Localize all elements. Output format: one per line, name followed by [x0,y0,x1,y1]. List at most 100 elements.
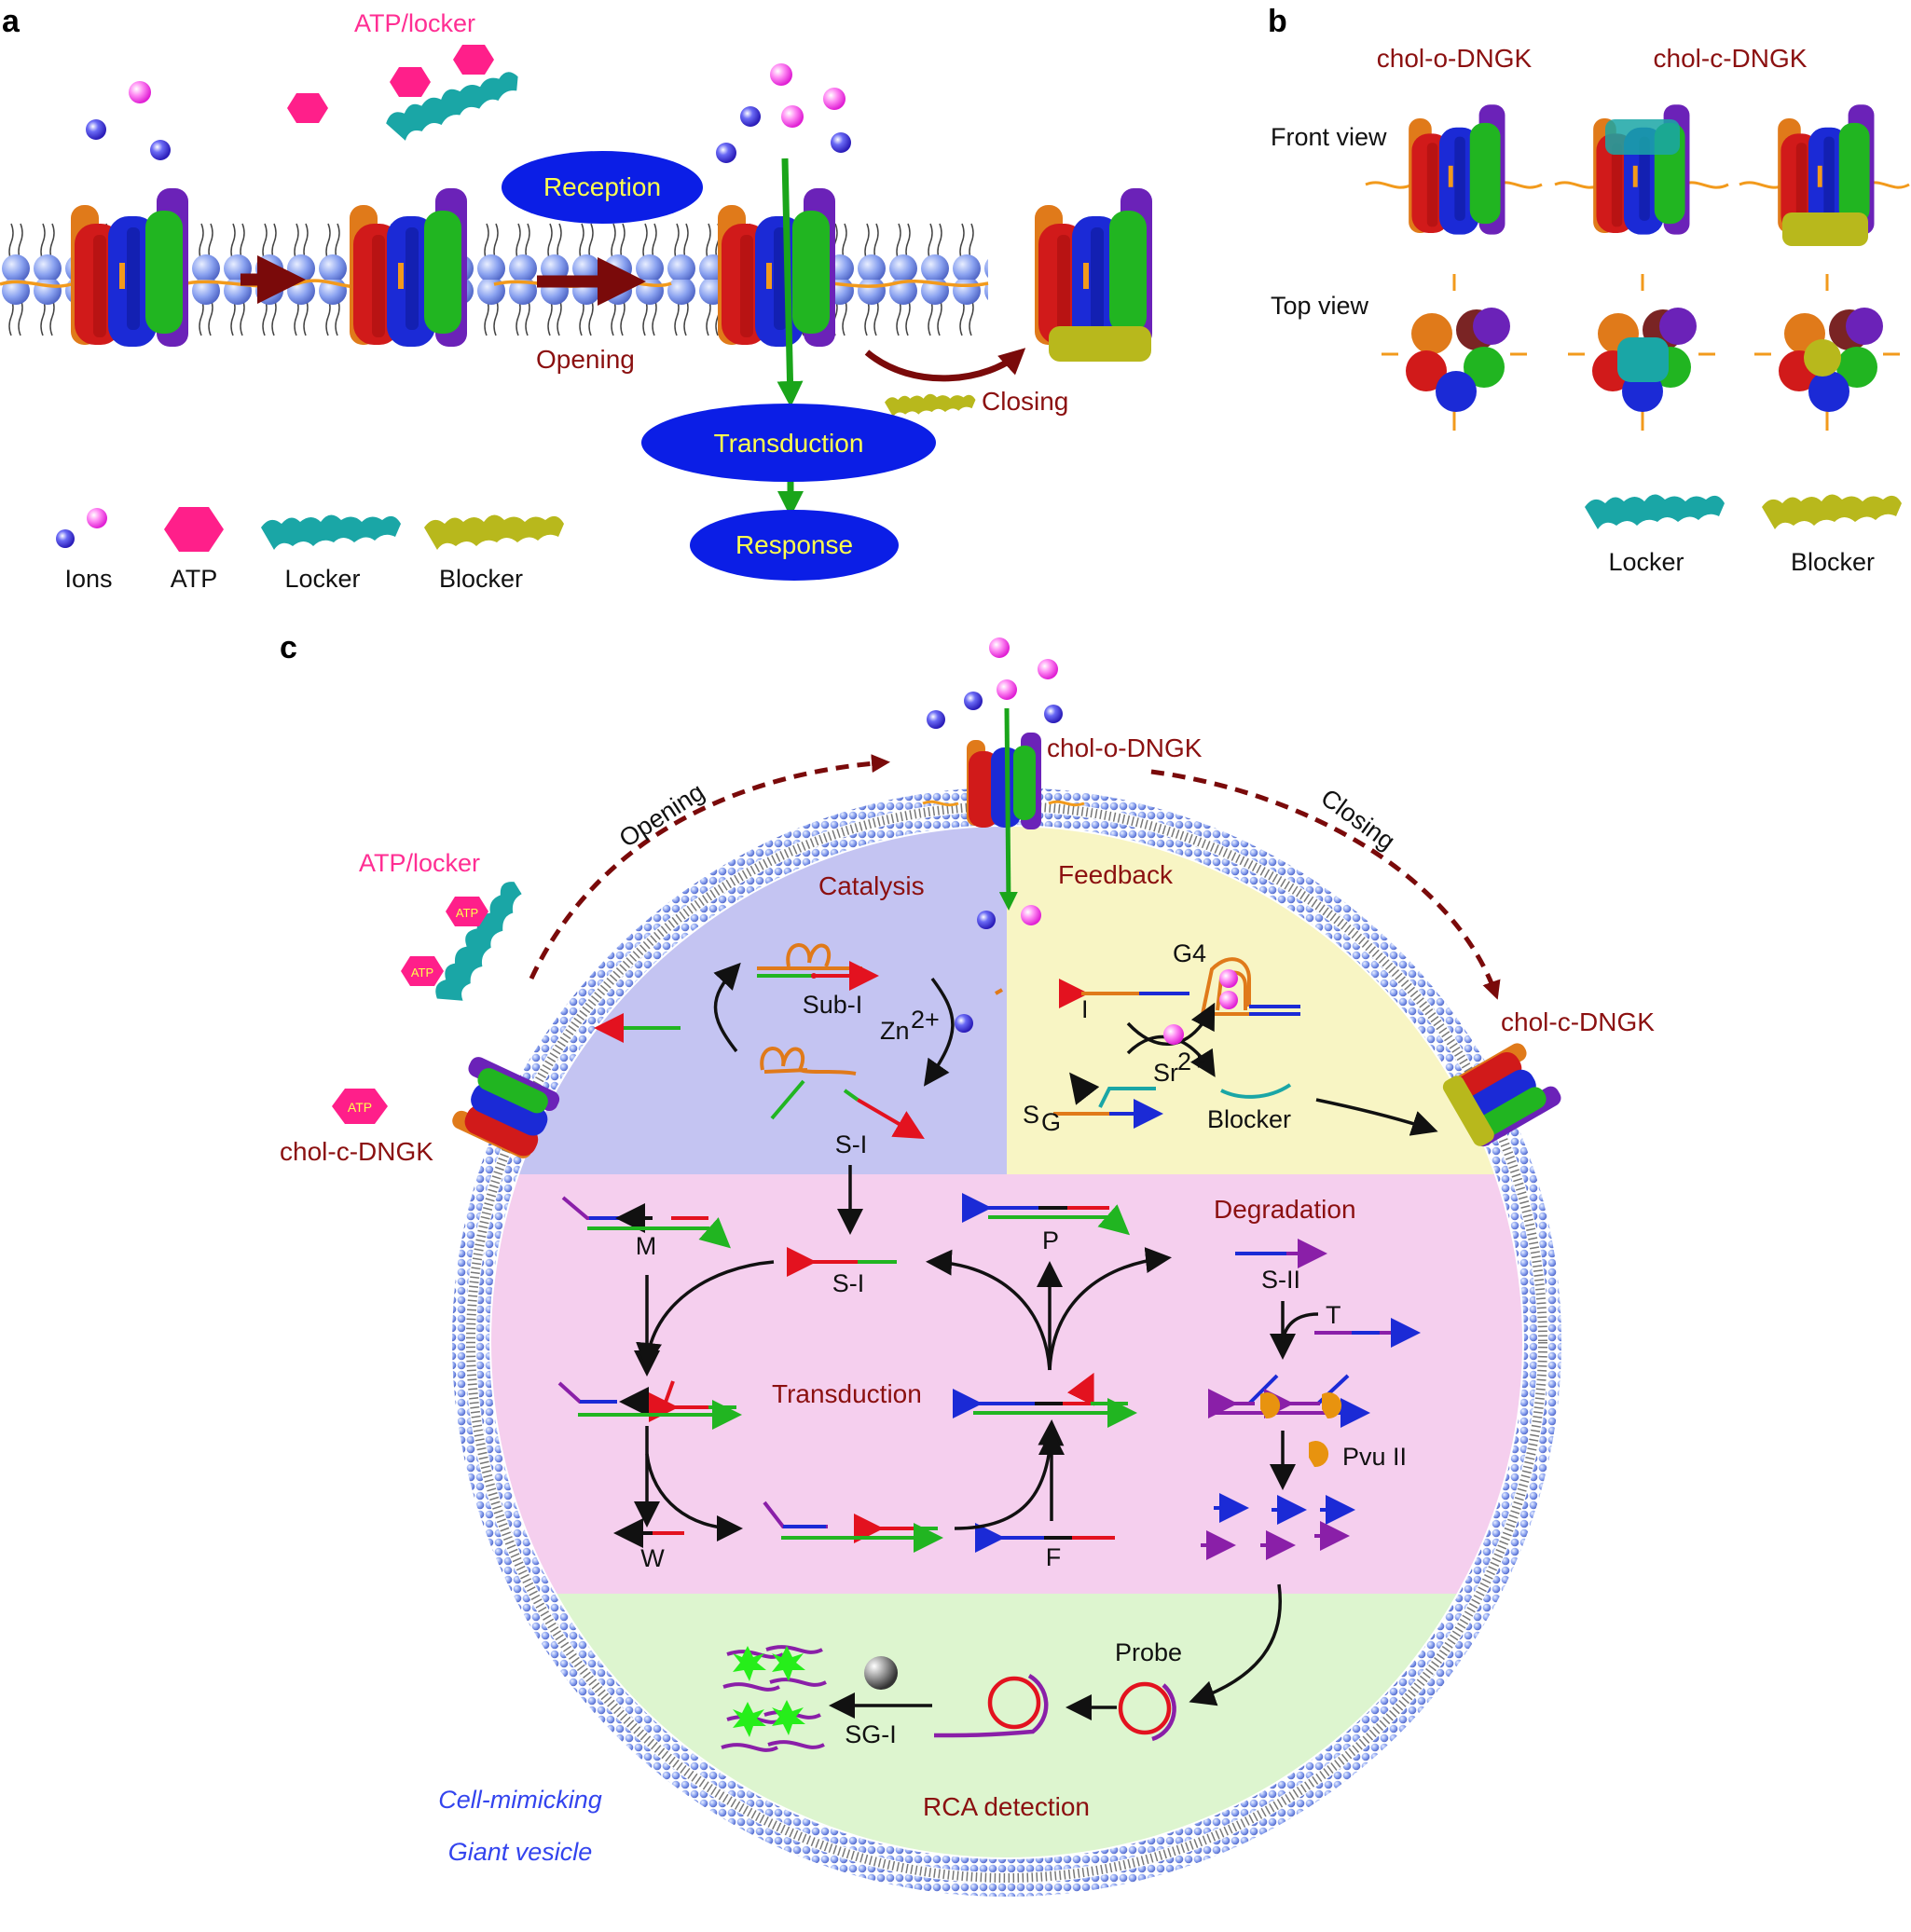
zn-ion [955,1014,973,1033]
degradation-title: Degradation [1214,1195,1356,1224]
vesicle-channel-open [967,733,1041,829]
ion-blue-inside [977,911,996,929]
pvu-label: Pvu II [1342,1443,1407,1471]
transduction-arrows [634,1247,1172,1541]
s-ii-label: S-II [1261,1266,1300,1294]
legend-ions: Ions [64,565,112,593]
zn-label: Zn [880,1017,910,1045]
probe-label: Probe [1115,1638,1182,1666]
legend-b-locker: Locker [1608,548,1684,576]
zn-superscript: 2+ [911,1006,940,1034]
atp-free-c [332,1089,388,1124]
vesicle-label-2: Giant vesicle [448,1838,593,1866]
ion-pink-inside [1021,905,1041,925]
rca-elements [721,1645,1176,1752]
response-label: Response [736,530,853,559]
sr-label: Sr [1153,1059,1178,1087]
catalysis-title: Catalysis [818,871,925,900]
legend-ion-pink [87,508,107,528]
panel-b-closed-name: chol-c-DNGK [1654,44,1808,73]
cholesterol-tails-top [1382,274,1900,431]
transduction-label-a: Transduction [714,429,864,458]
blocker-plug-top [1804,339,1841,377]
sg-i-fluorescence [733,1646,805,1737]
atp-locker-label-a: ATP/locker [354,9,475,37]
m-label: M [636,1232,657,1260]
rca-title: RCA detection [923,1792,1090,1821]
atp-tag-3: ATP [348,1100,372,1115]
atp-tag-1: ATP [456,906,478,920]
ion-blue [1044,705,1063,723]
legend-blocker-icon [424,514,564,550]
transduction-title-c: Transduction [772,1379,922,1408]
sr-superscript: 2+ [1177,1048,1206,1076]
degradation-elements [1189,1239,1421,1706]
ion-flow-arrow [998,707,1018,911]
catalysis-cycle [594,943,955,1140]
zone-catalysis [491,827,1007,1174]
ion-pink [989,637,1010,658]
vesicle-interior [491,827,1522,1857]
legend-ion-blue [56,529,75,548]
ion-blue [927,710,945,729]
vesicle-lipid-tails [466,802,1547,1883]
ion-blue [740,106,761,127]
panel-c-label: c [280,630,297,665]
legend-b-blocker: Blocker [1791,548,1875,576]
front-view-open [1409,104,1505,235]
locker-plug-top [1617,337,1669,382]
ion-pink [1038,659,1058,679]
s-g-subscript: G [1041,1108,1061,1136]
s-i-label-top: S-I [835,1130,868,1158]
closing-label-c: Closing [1315,784,1399,856]
ion-blue [150,140,171,160]
locker-strand-c [426,876,536,1012]
legend-locker: Locker [284,565,360,593]
blocker-label-c: Blocker [1207,1105,1291,1133]
ion-pink [997,679,1017,700]
ion-pink [129,81,151,103]
p-label: P [1042,1226,1059,1254]
atp-on-locker-c [401,956,444,986]
arrow-closing [864,348,1026,382]
panel-b-label: b [1268,4,1287,39]
feedback-title: Feedback [1058,860,1174,889]
legend-atp: ATP [171,565,218,593]
feedback-elements [995,957,1438,1136]
g4-label: G4 [1173,939,1206,967]
legend-b-blocker-icon [1762,494,1902,529]
ion-blue [831,132,851,153]
response-ellipse [690,510,899,581]
vesicle-channel-right [1442,1036,1564,1150]
opening-label-a: Opening [536,345,635,374]
atp-on-locker-c [446,897,488,926]
w-label: W [640,1544,665,1572]
ion-blue [716,143,736,163]
blocker-bound-a [1049,326,1151,362]
ion-blue [964,692,983,710]
atp-on-locker [453,45,494,75]
panel-b-open-name: chol-o-DNGK [1377,44,1533,73]
closing-label-a: Closing [982,387,1068,416]
opening-dashed-arrow [529,754,890,980]
sub-i-label: Sub-I [803,991,863,1019]
atp-locker-label-c: ATP/locker [359,849,480,877]
t-label: T [1326,1301,1341,1329]
ion-pink [823,88,846,110]
legend-locker-icon [261,514,401,550]
top-view-open [1406,308,1510,412]
vesicle-label-1: Cell-mimicking [438,1786,602,1814]
channel-closed-1 [71,188,188,347]
top-view-label: Top view [1271,292,1369,320]
ion-blue [86,119,106,140]
s-i-label-mid: S-I [832,1269,865,1297]
s-g-label: S [1023,1101,1039,1129]
locker-bound-front [1605,119,1680,155]
channel-open-2 [350,188,467,347]
open-name-c: chol-o-DNGK [1047,733,1203,762]
atp-hexagon [287,93,328,123]
sg-i-label: SG-I [845,1720,897,1748]
legend-atp-icon [164,507,224,552]
transduction-strands [557,1193,1137,1553]
